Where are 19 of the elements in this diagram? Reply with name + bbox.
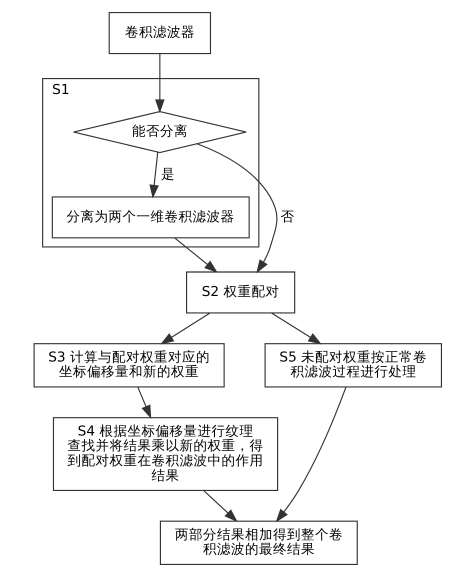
- arrow: [203, 490, 238, 522]
- arrow: [136, 386, 151, 419]
- node-box: 分离为两个一维卷积滤波器: [51, 196, 250, 238]
- arrow: [160, 312, 210, 344]
- node-box: 两部分结果相加得到整个卷积滤波的最终结果: [159, 520, 358, 565]
- node-diamond: 能否分离: [72, 110, 246, 154]
- node-box: S5 未配对权重按正常卷积滤波过程进行处理: [264, 343, 442, 388]
- arrow: [174, 238, 218, 273]
- node-box: S4 根据坐标偏移量进行纹理查找并将结果乘以新的权重，得到配对权重在卷积滤波中的作用结果: [52, 417, 278, 492]
- arrow: [275, 386, 346, 522]
- edge-label: 是: [160, 166, 174, 182]
- node-box: 卷积滤波器: [108, 12, 211, 54]
- node-box: S3 计算与配对权重对应的坐标偏移量和新的权重: [33, 343, 224, 388]
- arrow: [270, 312, 322, 344]
- arrow: [154, 54, 164, 114]
- arrow: [148, 152, 158, 199]
- node-box: S2 权重配对: [186, 271, 295, 314]
- edge-label: 否: [280, 208, 294, 225]
- arrow: [196, 143, 277, 274]
